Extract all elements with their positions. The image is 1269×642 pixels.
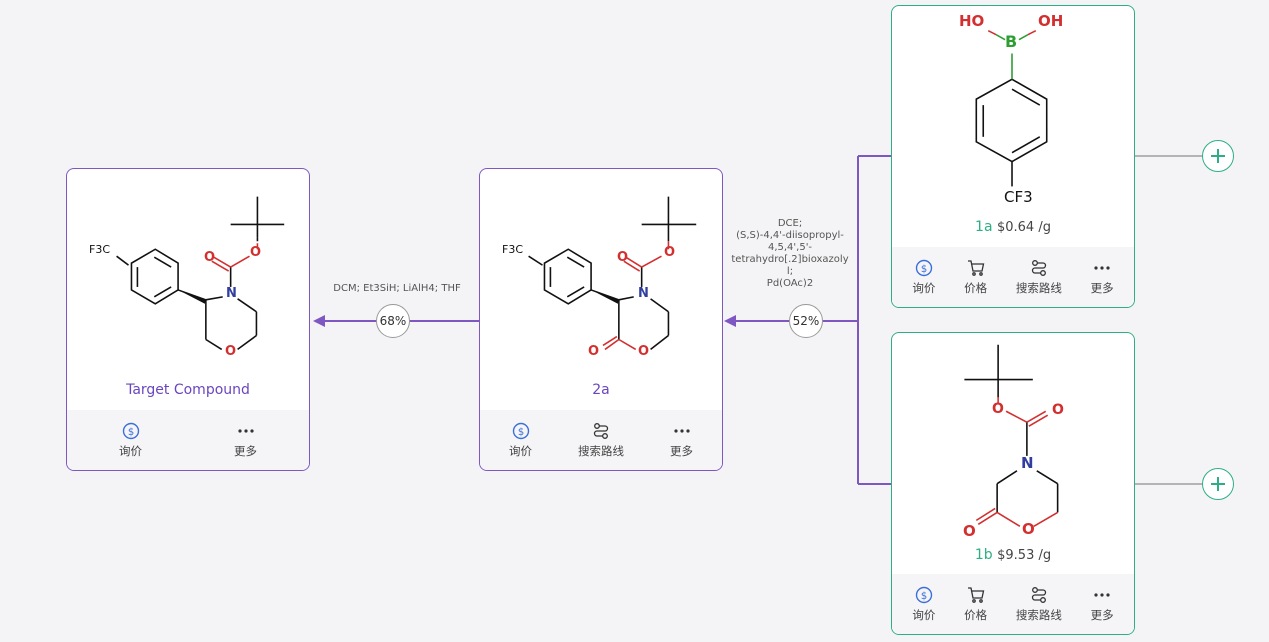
intermediate-actions-bar: $ 询价 搜索路线 更多: [480, 410, 722, 470]
expand-1b-button[interactable]: [1202, 468, 1234, 500]
reagent-1a-price-label: 价格: [964, 280, 988, 295]
target-inquiry-button[interactable]: $ 询价: [119, 422, 142, 459]
target-structure: [116, 196, 285, 351]
target-compound-card[interactable]: F3C N O O O Target Compound $ 询价 更多: [66, 168, 310, 471]
reagent-1b-structure: [964, 344, 1059, 527]
step1-conditions: DCM; Et3SiH; LiAlH4; THF: [333, 283, 461, 294]
reagent-1b-price-label: 价格: [964, 607, 988, 622]
reagent-1a-route-search-button[interactable]: 搜索路线: [1016, 259, 1062, 296]
reagent-1b-label: 1b: [974, 547, 993, 563]
svg-text:$: $: [921, 591, 927, 602]
intermediate-o-ester-atom: O: [664, 245, 676, 260]
more-dots-icon: [1093, 586, 1111, 604]
reagent-1a-cf3-label: CF3: [1004, 188, 1033, 206]
reagent-1a-price-button[interactable]: 价格: [964, 259, 987, 296]
reagent-1b-more-button[interactable]: 更多: [1091, 586, 1114, 623]
intermediate-o-carbonyl-atom: O: [617, 250, 629, 265]
reagent-1b-price-line: 1b $9.53 /g: [892, 547, 1134, 563]
step2-arrowhead: [724, 315, 736, 327]
reagent-1b-o-ester-atom: O: [992, 401, 1004, 417]
reagent-1b-actions-bar: $ 询价 价格 搜索路线 更多: [892, 574, 1134, 634]
reagent-1a-more-button[interactable]: 更多: [1091, 259, 1114, 296]
reagent-1a-more-label: 更多: [1090, 280, 1114, 295]
step2-condition-line: (S,S)-4,4'-diisopropyl-: [736, 230, 844, 241]
reagent-1a-ho-atom: HO: [959, 12, 985, 30]
reagent-1a-inquiry-label: 询价: [912, 280, 936, 295]
cart-icon: [967, 259, 985, 277]
intermediate-more-label: 更多: [670, 443, 693, 458]
intermediate-o-ring-atom: O: [638, 344, 650, 359]
svg-text:$: $: [517, 427, 523, 438]
route-search-icon: [592, 422, 610, 440]
intermediate-f3c-label: F3C: [502, 243, 524, 256]
step2-condition-line: 4,5,4',5'-: [767, 242, 813, 253]
target-inquiry-label: 询价: [119, 443, 142, 458]
cart-icon: [967, 586, 985, 604]
target-compound-name: Target Compound: [126, 382, 250, 398]
intermediate-card[interactable]: F3C N O O O O 2a $ 询价 搜索路线 更多: [479, 168, 723, 471]
route-search-icon: [1030, 259, 1048, 277]
reagent-1a-inquiry-button[interactable]: $ 询价: [912, 259, 935, 296]
reagent-1b-route-search-label: 搜索路线: [1015, 607, 1062, 622]
intermediate-inquiry-label: 询价: [509, 443, 532, 458]
intermediate-o-lactone-atom: O: [588, 344, 600, 359]
step2-conditions: DCE; (S,S)-4,4'-diisopropyl- 4,5,4',5'- …: [728, 218, 852, 290]
intermediate-route-search-label: 搜索路线: [578, 443, 624, 458]
dollar-bubble-icon: $: [915, 586, 933, 604]
more-dots-icon: [673, 422, 691, 440]
more-dots-icon: [237, 422, 255, 440]
expand-1a-button[interactable]: [1202, 140, 1234, 172]
reagent-1a-price-line: 1a $0.64 /g: [892, 219, 1134, 235]
step2-condition-line: l;: [786, 266, 794, 277]
step2-condition-line: DCE;: [777, 218, 803, 229]
intermediate-name: 2a: [592, 382, 610, 398]
dollar-bubble-icon: $: [915, 259, 933, 277]
target-f3c-label: F3C: [89, 243, 111, 256]
reagent-1a-price: $0.64 /g: [996, 220, 1051, 235]
step2-yield-badge: 52%: [789, 304, 823, 338]
intermediate-more-button[interactable]: 更多: [670, 422, 693, 459]
step2-condition-line: Pd(OAc)2: [766, 278, 814, 289]
reagent-1b-o-lactone-atom: O: [963, 522, 976, 540]
intermediate-inquiry-button[interactable]: $ 询价: [509, 422, 532, 459]
reagent-1b-more-label: 更多: [1090, 607, 1114, 622]
plus-icon: [1211, 149, 1225, 163]
svg-text:$: $: [921, 264, 927, 275]
target-o-carbonyl-atom: O: [204, 250, 216, 265]
target-o-ester-atom: O: [250, 245, 262, 260]
reagent-1b-price: $9.53 /g: [997, 548, 1052, 563]
reagent-1b-n-atom: N: [1021, 454, 1034, 472]
target-n-atom: N: [226, 286, 237, 301]
reagent-1b-route-search-button[interactable]: 搜索路线: [1016, 586, 1062, 623]
target-actions-bar: $ 询价 更多: [67, 410, 309, 470]
reagent-1a-b-atom: B: [1005, 32, 1018, 51]
reagent-1a-card[interactable]: HO OH B CF3 1a $0.64 /g $ 询价 价格 搜索路线 更多: [891, 5, 1135, 308]
intermediate-structure: [528, 196, 697, 351]
reagent-1b-card[interactable]: O O N O O 1b $9.53 /g $ 询价 价格 搜索路线 更多: [891, 332, 1135, 635]
svg-text:$: $: [127, 427, 133, 438]
target-more-button[interactable]: 更多: [234, 422, 257, 459]
more-dots-icon: [1093, 259, 1111, 277]
step1-yield-badge: 68%: [376, 304, 410, 338]
step1-arrowhead: [313, 315, 325, 327]
step2-condition-line: tetrahydro[.2]bioxazoly: [731, 254, 849, 265]
route-search-icon: [1030, 586, 1048, 604]
dollar-bubble-icon: $: [512, 422, 530, 440]
reagent-1a-oh-atom: OH: [1038, 12, 1064, 30]
reagent-1a-route-search-label: 搜索路线: [1015, 280, 1062, 295]
reagent-1a-label: 1a: [975, 219, 993, 235]
dollar-bubble-icon: $: [122, 422, 140, 440]
reagent-1b-price-button[interactable]: 价格: [964, 586, 987, 623]
reagent-1a-actions-bar: $ 询价 价格 搜索路线 更多: [892, 247, 1134, 307]
target-o-ring-atom: O: [225, 344, 237, 359]
intermediate-route-search-button[interactable]: 搜索路线: [578, 422, 624, 459]
reagent-1b-inquiry-button[interactable]: $ 询价: [912, 586, 935, 623]
reagent-1b-o-carbonyl-atom: O: [1052, 402, 1064, 418]
target-more-label: 更多: [234, 443, 257, 458]
reagent-1a-structure: [975, 29, 1048, 187]
reagent-1b-o-ring-atom: O: [1022, 520, 1035, 538]
intermediate-n-atom: N: [638, 286, 649, 301]
reagent-1b-inquiry-label: 询价: [912, 607, 936, 622]
plus-icon: [1211, 477, 1225, 491]
